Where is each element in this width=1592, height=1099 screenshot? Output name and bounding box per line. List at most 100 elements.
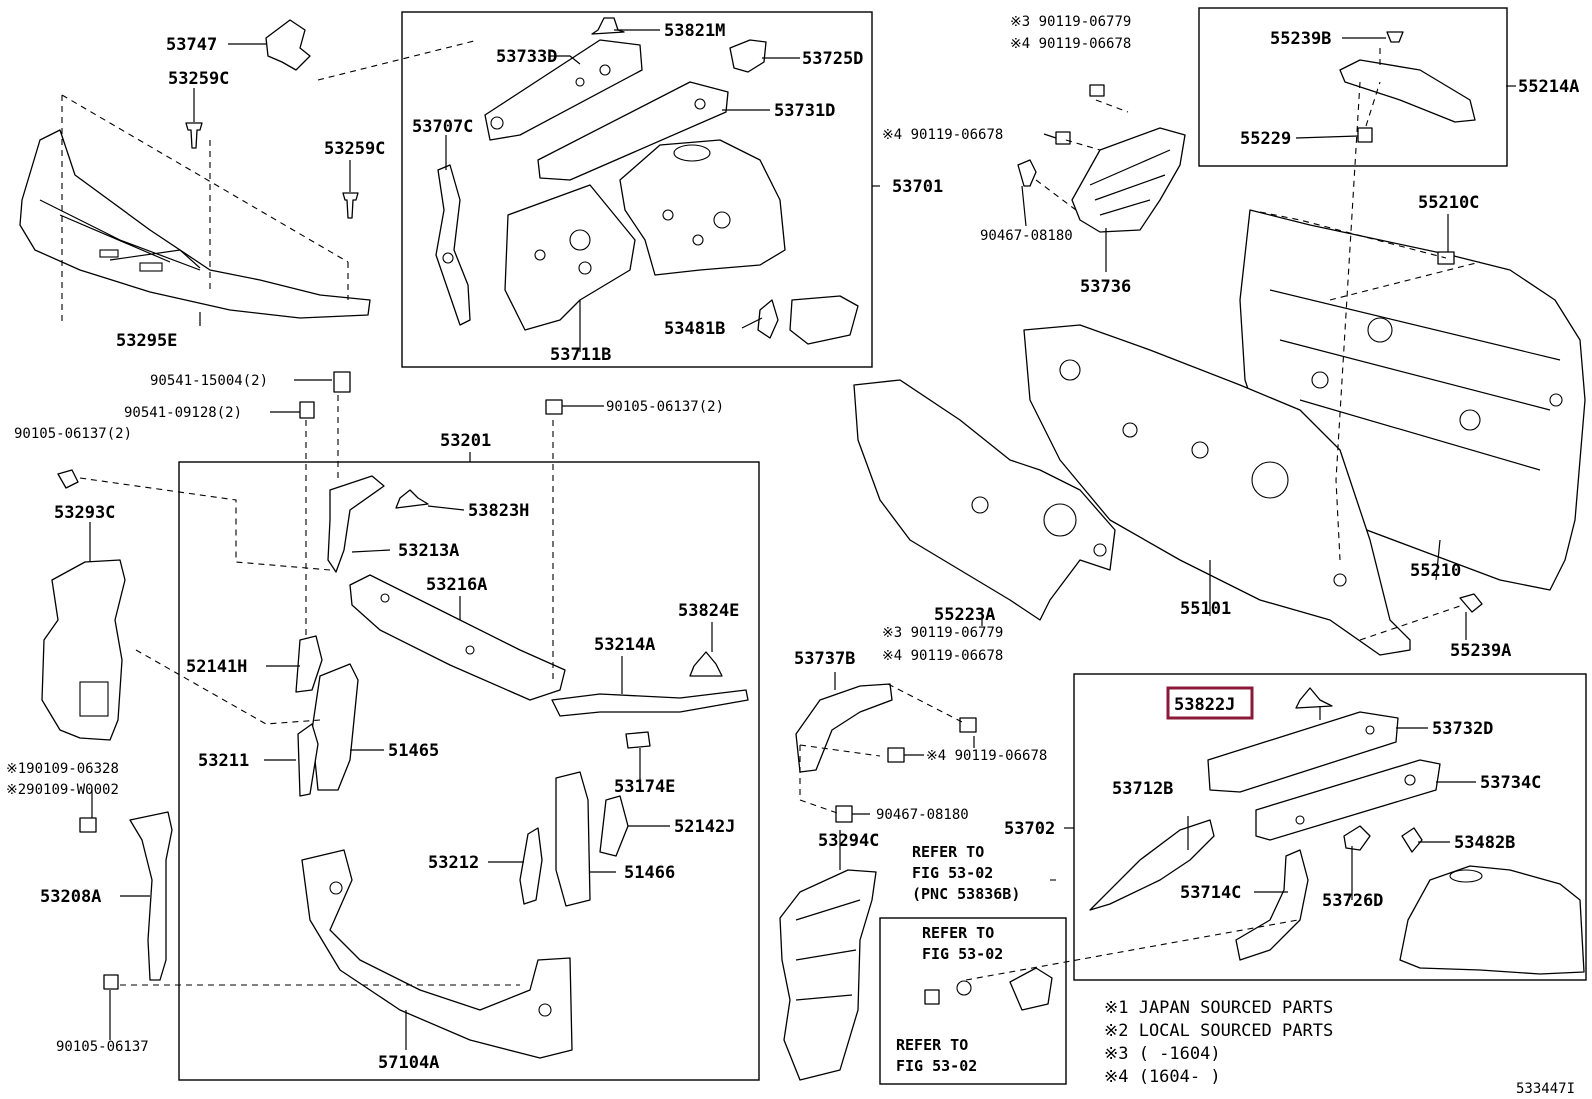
label-53293c[interactable]: 53293C xyxy=(54,503,115,523)
refer-c-line1[interactable]: REFER TO xyxy=(896,1036,968,1054)
label-53731d[interactable]: 53731D xyxy=(774,101,835,121)
note-japan-sourced: ※1 JAPAN SOURCED PARTS xyxy=(1104,998,1333,1018)
part-55239a xyxy=(1459,593,1483,613)
part-bolt-90119-b xyxy=(1055,131,1071,145)
label-53211[interactable]: 53211 xyxy=(198,751,249,771)
refer-b-line2[interactable]: FIG 53-02 xyxy=(922,945,1003,963)
label-53725d[interactable]: 53725D xyxy=(802,49,863,69)
label-53213a[interactable]: 53213A xyxy=(398,541,459,561)
box-refer-fig xyxy=(879,917,1067,1085)
part-53216a xyxy=(349,574,566,701)
refer-a-line3[interactable]: (PNC 53836B) xyxy=(912,885,1020,903)
refer-a-line2[interactable]: FIG 53-02 xyxy=(912,864,993,882)
part-55223a xyxy=(853,379,1116,621)
label-53201[interactable]: 53201 xyxy=(440,431,491,451)
label-53701[interactable]: 53701 xyxy=(892,177,943,197)
label-55214a[interactable]: 55214A xyxy=(1518,77,1579,97)
refer-b-line1[interactable]: REFER TO xyxy=(922,924,994,942)
label-52141h[interactable]: 52141H xyxy=(186,657,247,677)
label-90119-06779-b[interactable]: ※3 90119-06779 xyxy=(882,625,1003,641)
part-53294c xyxy=(779,869,877,1081)
label-53824e[interactable]: 53824E xyxy=(678,601,739,621)
label-53259c-a[interactable]: 53259C xyxy=(168,69,229,89)
part-51465 xyxy=(311,663,359,791)
label-55101[interactable]: 55101 xyxy=(1180,599,1231,619)
label-53212[interactable]: 53212 xyxy=(428,853,479,873)
label-57104a[interactable]: 57104A xyxy=(378,1053,439,1073)
label-53711b[interactable]: 53711B xyxy=(550,345,611,365)
part-57104a xyxy=(301,849,573,1059)
part-53733d xyxy=(484,39,643,141)
label-90109-w0002[interactable]: ※290109-W0002 xyxy=(6,782,119,798)
label-90119-06678-b[interactable]: ※4 90119-06678 xyxy=(882,127,1003,143)
part-bolt-90105-b xyxy=(103,974,119,990)
label-55223a[interactable]: 55223A xyxy=(934,605,995,625)
refer-c-line2[interactable]: FIG 53-02 xyxy=(896,1057,977,1075)
part-53712b xyxy=(1089,819,1215,911)
part-53212 xyxy=(519,827,543,905)
note-local-sourced: ※2 LOCAL SOURCED PARTS xyxy=(1104,1021,1333,1041)
part-refer-washer xyxy=(956,980,972,996)
label-51466[interactable]: 51466 xyxy=(624,863,675,883)
label-90105-06137-b[interactable]: 90105-06137(2) xyxy=(606,399,724,415)
label-53734c[interactable]: 53734C xyxy=(1480,773,1541,793)
label-55229[interactable]: 55229 xyxy=(1240,129,1291,149)
label-53726d[interactable]: 53726D xyxy=(1322,891,1383,911)
part-53259c-clip-b xyxy=(342,192,359,219)
part-bolt-90105-a xyxy=(57,469,79,489)
label-53702[interactable]: 53702 xyxy=(1004,819,1055,839)
label-90119-06779-a[interactable]: ※3 90119-06779 xyxy=(1010,14,1131,30)
part-53482b xyxy=(1401,827,1423,853)
part-53214a xyxy=(551,689,749,717)
label-51465[interactable]: 51465 xyxy=(388,741,439,761)
label-53295e[interactable]: 53295E xyxy=(116,331,177,351)
label-55239a[interactable]: 55239A xyxy=(1450,641,1511,661)
label-90467-08180-b[interactable]: 90467-08180 xyxy=(876,807,969,823)
label-53214a[interactable]: 53214A xyxy=(594,635,655,655)
part-53707c xyxy=(435,164,471,326)
part-53747 xyxy=(265,19,311,71)
label-53174e[interactable]: 53174E xyxy=(614,777,675,797)
label-53482b[interactable]: 53482B xyxy=(1454,833,1515,853)
label-53216a[interactable]: 53216A xyxy=(426,575,487,595)
label-53712b[interactable]: 53712B xyxy=(1112,779,1173,799)
part-53736 xyxy=(1071,127,1186,233)
label-53823h[interactable]: 53823H xyxy=(468,501,529,521)
label-90105-06137-c[interactable]: 90105-06137 xyxy=(56,1039,149,1055)
label-90119-06678-a[interactable]: ※4 90119-06678 xyxy=(1010,36,1131,52)
label-90541-15004[interactable]: 90541-15004(2) xyxy=(150,373,268,389)
label-53747[interactable]: 53747 xyxy=(166,35,217,55)
label-90541-09128[interactable]: 90541-09128(2) xyxy=(124,405,242,421)
part-90467-clip-a xyxy=(1017,159,1037,187)
label-53732d[interactable]: 53732D xyxy=(1432,719,1493,739)
part-bolt-90109 xyxy=(79,817,97,833)
label-53737b[interactable]: 53737B xyxy=(794,649,855,669)
label-90109-06328[interactable]: ※190109-06328 xyxy=(6,761,119,777)
refer-notes: REFER TO FIG 53-02 (PNC 53836B) REFER TO… xyxy=(896,843,1020,1075)
label-53259c-b[interactable]: 53259C xyxy=(324,139,385,159)
label-55210c[interactable]: 55210C xyxy=(1418,193,1479,213)
label-53821m[interactable]: 53821M xyxy=(664,21,725,41)
part-53211 xyxy=(297,723,319,797)
box-55214a xyxy=(1198,7,1508,167)
label-53733d[interactable]: 53733D xyxy=(496,47,557,67)
part-53481b xyxy=(789,295,859,345)
label-53736[interactable]: 53736 xyxy=(1080,277,1131,297)
label-90105-06137-a[interactable]: 90105-06137(2) xyxy=(14,426,132,442)
label-52142j[interactable]: 52142J xyxy=(674,817,735,837)
label-53481b[interactable]: 53481B xyxy=(664,319,725,339)
label-53707c[interactable]: 53707C xyxy=(412,117,473,137)
part-labels: 53747 53259C 53259C 53295E 53733D 53821M… xyxy=(6,14,1579,1073)
label-55210[interactable]: 55210 xyxy=(1410,561,1461,581)
refer-a-line1[interactable]: REFER TO xyxy=(912,843,984,861)
label-55239b[interactable]: 55239B xyxy=(1270,29,1331,49)
label-90119-06678-d[interactable]: ※4 90119-06678 xyxy=(926,748,1047,764)
label-53714c[interactable]: 53714C xyxy=(1180,883,1241,903)
label-53822j[interactable]: 53822J xyxy=(1174,695,1235,715)
label-90119-06678-c[interactable]: ※4 90119-06678 xyxy=(882,648,1003,664)
highlight-53822j xyxy=(1166,686,1254,720)
part-53259c-clip-a xyxy=(185,122,203,149)
label-53208a[interactable]: 53208A xyxy=(40,887,101,907)
label-53294c[interactable]: 53294C xyxy=(818,831,879,851)
label-90467-08180-a[interactable]: 90467-08180 xyxy=(980,228,1073,244)
